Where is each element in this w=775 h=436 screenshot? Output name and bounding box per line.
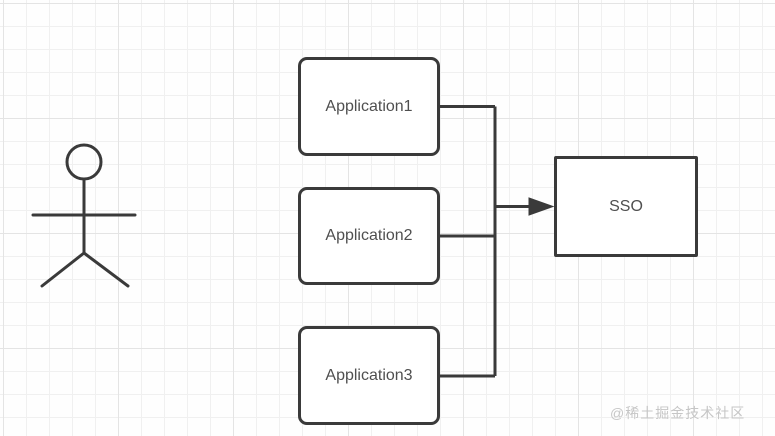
connector-edges	[440, 105, 531, 378]
node-application3-label: Application3	[325, 366, 413, 384]
node-sso: SSO	[554, 156, 698, 257]
actor-leg-right	[82, 251, 130, 288]
node-application2-label: Application2	[325, 227, 413, 244]
node-sso-label: SSO	[609, 197, 643, 215]
actor-leg-left	[40, 251, 86, 288]
watermark-text: @稀土掘金技术社区	[610, 405, 746, 421]
actor-figure	[31, 143, 137, 288]
actor-head-icon	[65, 143, 103, 181]
node-application1: Application1	[298, 57, 440, 156]
node-application2: Application2	[298, 187, 440, 285]
arrowhead-icon	[528, 197, 555, 216]
node-application1-label: Application1	[325, 97, 413, 115]
node-application3: Application3	[298, 326, 440, 425]
